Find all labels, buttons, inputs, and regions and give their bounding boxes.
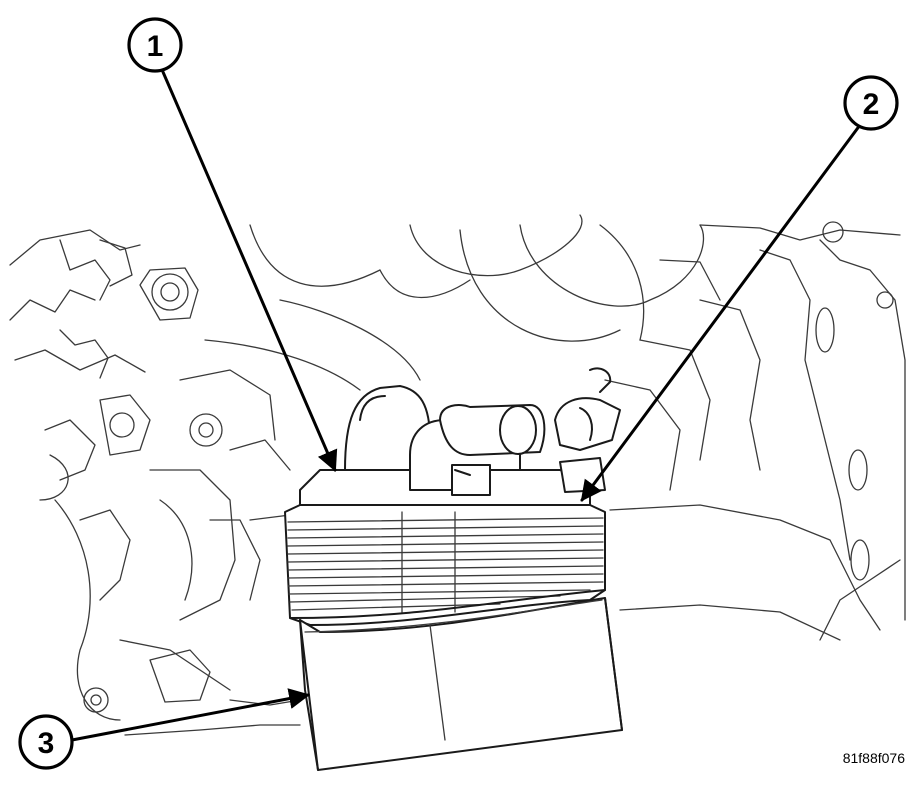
cooler-outlet-fitting xyxy=(409,404,546,496)
callout-3-label: 3 xyxy=(38,727,55,760)
callout-1-label: 1 xyxy=(147,30,164,63)
cooler-plate-stack xyxy=(284,504,606,626)
callout-3: 3 xyxy=(18,714,74,770)
leader-arrow-3 xyxy=(70,688,311,742)
engine-background xyxy=(9,214,906,736)
callout-1: 1 xyxy=(127,17,183,73)
leader-lines xyxy=(70,70,862,742)
leader-arrow-2 xyxy=(580,123,862,502)
leader-arrow-1 xyxy=(161,70,338,472)
hose-clamp xyxy=(554,367,621,493)
callout-2: 2 xyxy=(843,75,899,131)
callout-2-label: 2 xyxy=(863,88,880,121)
figure-code: 81f88f076 xyxy=(843,750,905,766)
